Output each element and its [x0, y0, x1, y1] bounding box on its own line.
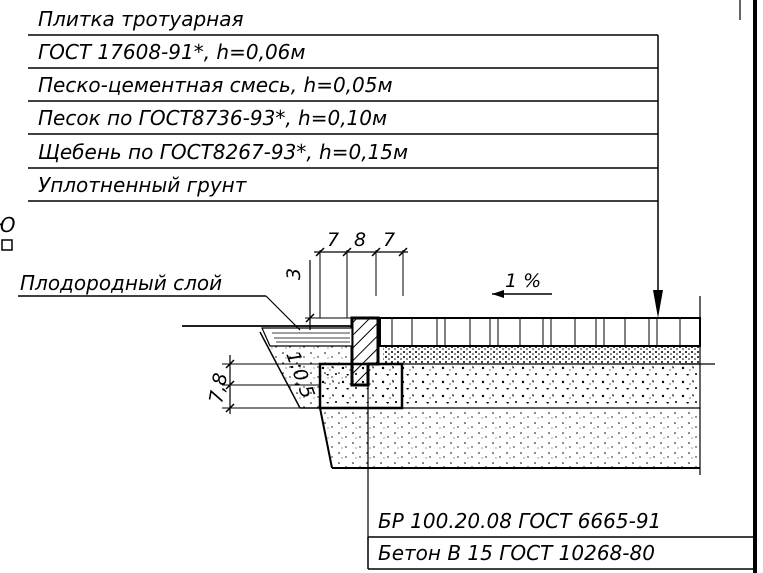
dim-width-3: 7 [383, 229, 395, 251]
curb-width-dimensions: 7 8 7 [314, 229, 408, 318]
curb-spec-label-2: Бетон В 15 ГОСТ 10268-80 [378, 541, 655, 565]
layer-label-tile-gost: ГОСТ 17608-91*, h=0,06м [38, 40, 305, 64]
leader-arrow [653, 290, 663, 318]
dim-height-left: 7,8 [205, 371, 232, 405]
height-dimension: 7,8 [205, 355, 320, 414]
layer-label-soil: Уплотненный грунт [38, 173, 248, 197]
layer-label-sand: Песок по ГОСТ8736-93*, h=0,10м [38, 106, 387, 130]
topsoil-band [261, 327, 353, 347]
layer-label-gravel: Щебень по ГОСТ8267-93*, h=0,15м [38, 140, 408, 164]
layer-legend: Плитка тротуарная ГОСТ 17608-91*, h=0,06… [28, 7, 663, 318]
soil-layer [320, 408, 700, 468]
layer-label-tile: Плитка тротуарная [38, 7, 244, 31]
gap-dimension: 3 [283, 260, 352, 330]
dim-width-2: 8 [354, 229, 366, 251]
layer-label-sand-cement: Песко-цементная смесь, h=0,05м [38, 73, 393, 97]
slope-label: 1 % [505, 270, 541, 292]
gravel-layer [383, 364, 700, 408]
dim-width-1: 7 [327, 229, 339, 251]
curb-spec: БР 100.20.08 ГОСТ 6665-91 Бетон В 15 ГОС… [367, 509, 755, 570]
pavement-section: Плодородный слой [18, 271, 701, 540]
curb-spec-label-1: БР 100.20.08 ГОСТ 6665-91 [378, 509, 661, 533]
side-slope-fill [260, 332, 352, 408]
paving-tiles [379, 317, 701, 347]
sand-cement-layer [383, 346, 700, 364]
topsoil-label: Плодородный слой [20, 271, 222, 295]
cropped-glyph: Ю [0, 213, 16, 237]
dim-gap: 3 [283, 268, 305, 280]
slope-indicator: 1 % [492, 270, 552, 298]
